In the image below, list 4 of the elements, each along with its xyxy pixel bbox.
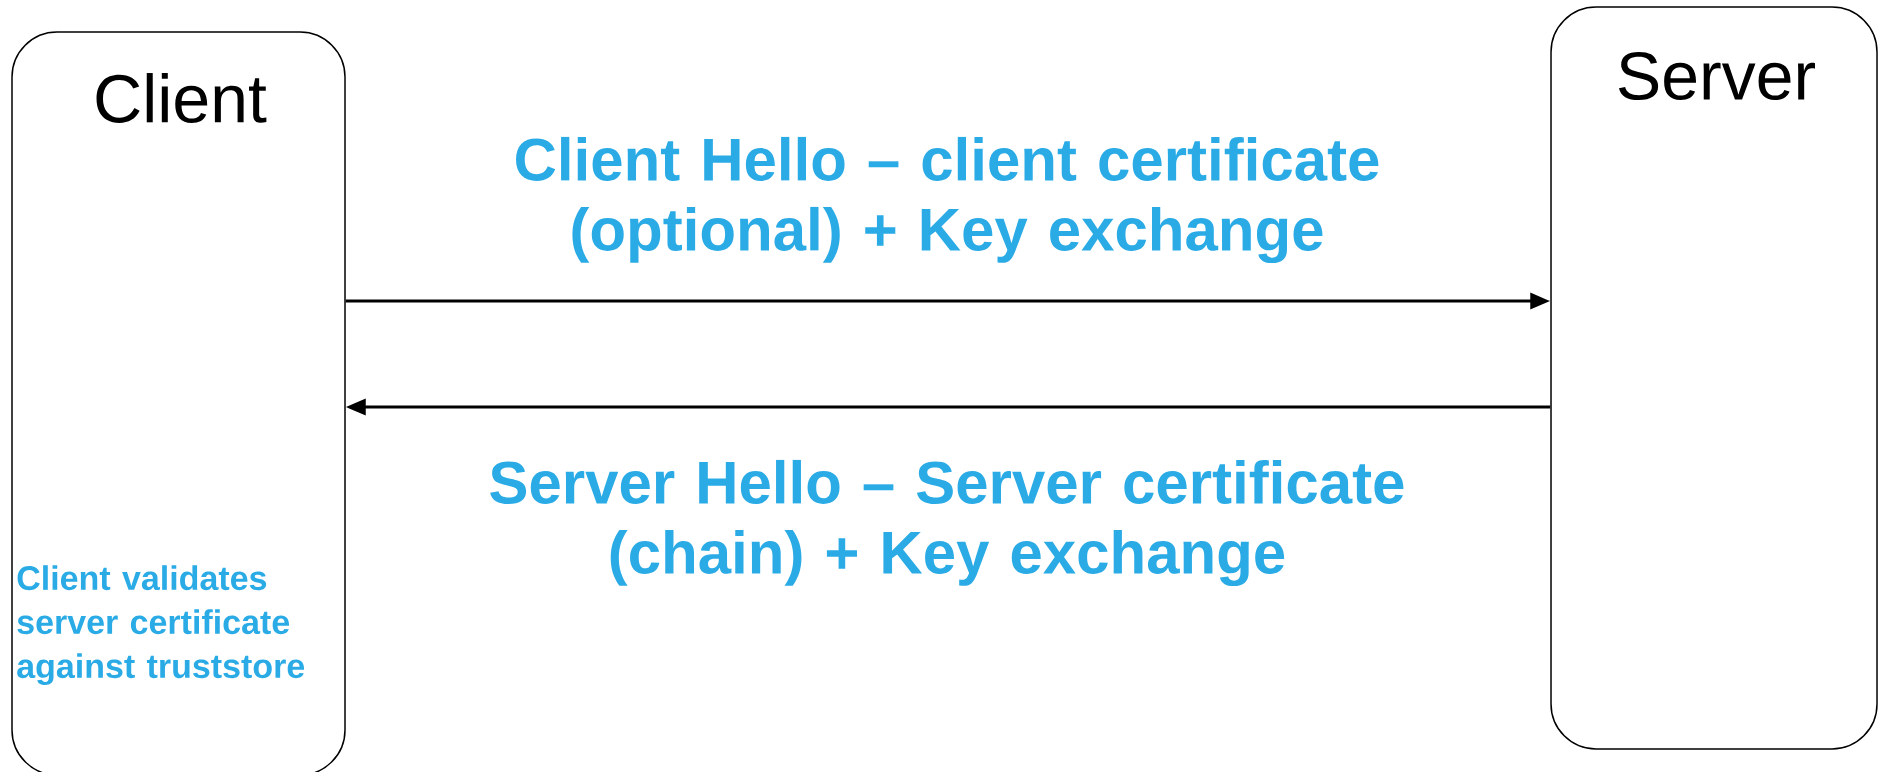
lifeline-box: Client Client validates server certificate against truststore	[11, 31, 346, 772]
edge-label: Server Hello – Server certificate (chain) + Key exchange	[490, 459, 1404, 587]
edge-label: Client Hello – client certificate (optional) + Key exchange	[516, 136, 1379, 264]
lifeline-box: Server	[1550, 6, 1878, 750]
